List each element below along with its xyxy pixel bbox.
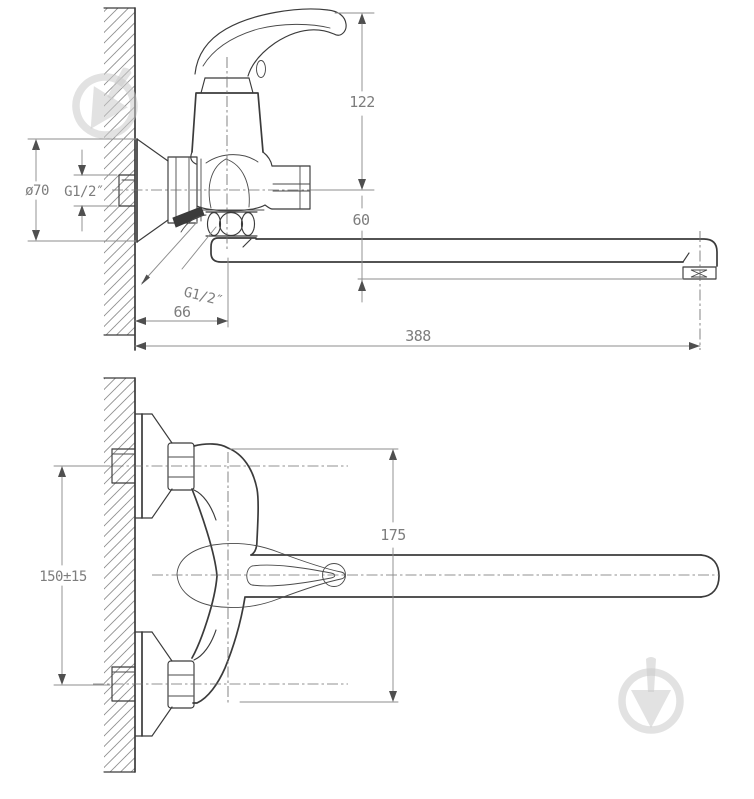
spout-front xyxy=(245,554,720,598)
dimension-150: 150±15 xyxy=(39,465,111,686)
spout-bottom-edge xyxy=(210,237,684,263)
spout-swivel-nut xyxy=(205,211,258,237)
dim-66-label: 66 xyxy=(173,303,191,321)
dim-150-label: 150±15 xyxy=(39,569,87,585)
dim-122-label: 122 xyxy=(349,93,375,111)
dia-70-label: ø70 xyxy=(25,183,49,199)
spout-top-edge xyxy=(255,238,718,267)
spout-end-cap xyxy=(700,554,720,598)
dimension-dia70: ø70 xyxy=(25,138,137,242)
dimension-388: 388 xyxy=(134,327,701,350)
watermark-logo-top-left xyxy=(72,67,138,139)
dimension-wall-thread: G1/2″ xyxy=(64,149,118,232)
lever-handle-front xyxy=(176,543,346,608)
dim-60-label: 60 xyxy=(352,211,370,229)
hex-nut-lower xyxy=(167,660,195,709)
front-view: 175 150±15 xyxy=(39,377,720,773)
watermark-arrow-stem-icon xyxy=(107,67,132,100)
shower-outlet-stub xyxy=(172,206,205,228)
faucet-body-front xyxy=(191,443,259,704)
side-view: 122 60 ø70 G1/2″ G1/2″ xyxy=(25,7,718,351)
hose-connection-stub xyxy=(271,165,311,210)
dim-175-label: 175 xyxy=(380,526,406,544)
dimension-175: 175 xyxy=(229,448,406,703)
handle-outline xyxy=(194,8,347,77)
faucet-body-side xyxy=(172,77,273,233)
dim-388-label: 388 xyxy=(405,327,431,345)
aerator xyxy=(682,266,717,280)
body-waist-curve xyxy=(191,488,218,659)
watermark-arrow-head-icon xyxy=(631,690,671,728)
thread-size-label-wall: G1/2″ xyxy=(64,184,104,200)
lever-handle-side xyxy=(194,8,347,78)
wall-pipe-stub xyxy=(118,174,136,207)
watermark-arrow-head-icon xyxy=(90,86,128,129)
watermark-logo-bottom-right xyxy=(618,657,684,734)
dimension-122-60: 122 60 xyxy=(314,12,684,303)
wall-section-front xyxy=(103,377,136,773)
dimension-66: 66 xyxy=(134,257,229,328)
hex-nut-upper xyxy=(167,442,195,491)
watermark-arrow-stem-icon xyxy=(646,657,656,692)
spout-side xyxy=(210,237,718,280)
wall-section-side xyxy=(103,7,136,351)
